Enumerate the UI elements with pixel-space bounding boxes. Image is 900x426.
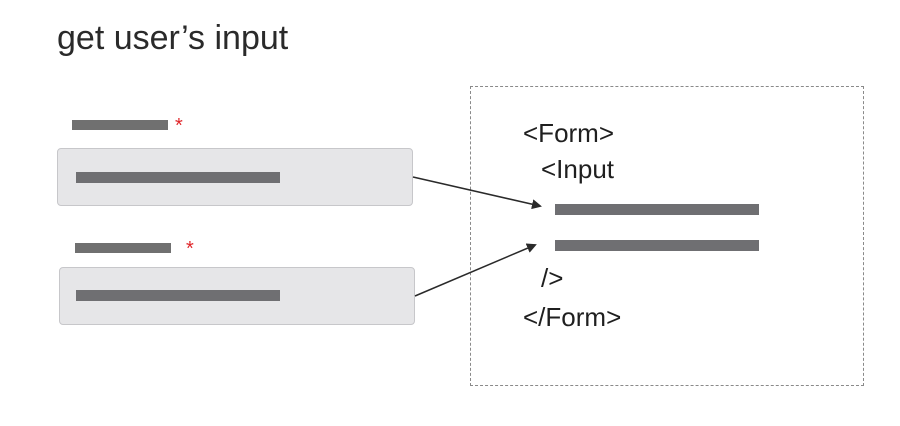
code-panel — [470, 86, 864, 386]
field-1-required-mark: * — [175, 115, 183, 137]
field-1-label-placeholder — [72, 120, 168, 130]
field-1-input[interactable] — [57, 148, 413, 206]
input-close-tag: /> — [541, 263, 564, 293]
diagram-title: get user’s input — [57, 19, 289, 57]
field-2-label-placeholder — [75, 243, 171, 253]
form-close-tag: </Form> — [523, 302, 622, 332]
form-open-tag: <Form> — [523, 118, 615, 148]
arrow-field-2-to-input — [414, 243, 537, 297]
arrow-field-1-to-input — [412, 176, 542, 210]
input-prop-1-placeholder — [555, 204, 759, 215]
input-prop-2-placeholder — [555, 240, 759, 251]
field-2-input[interactable] — [59, 267, 415, 325]
field-2-value-placeholder — [76, 290, 280, 301]
input-open-tag: <Input — [541, 154, 615, 184]
field-1-value-placeholder — [76, 172, 280, 183]
field-2-required-mark: * — [186, 238, 194, 260]
